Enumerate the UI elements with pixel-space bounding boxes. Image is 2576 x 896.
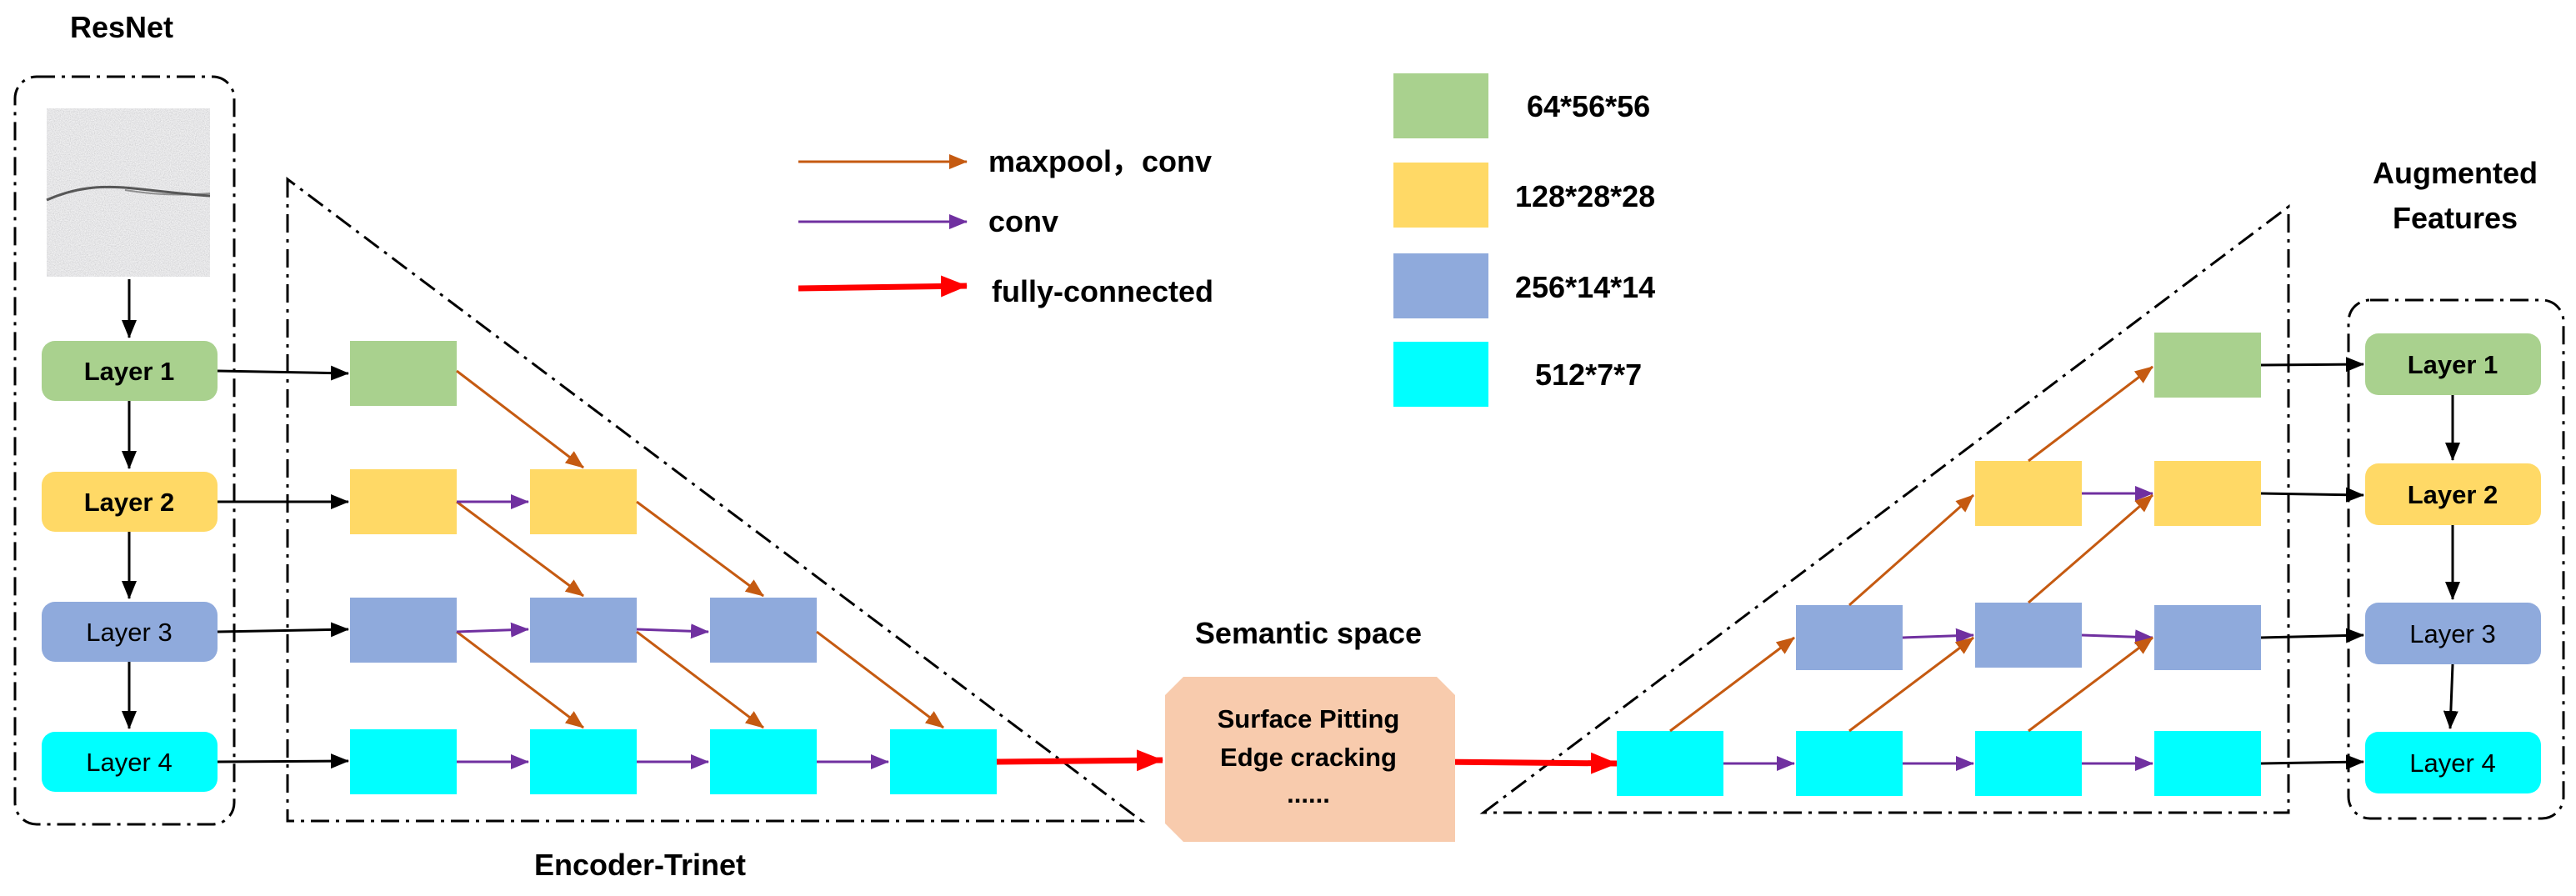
encoder-conv-arrows bbox=[456, 494, 889, 769]
encoder-outline bbox=[286, 176, 1146, 823]
dec-block-cyan-3 bbox=[1975, 731, 2082, 796]
semantic-line-2: Edge cracking bbox=[1220, 743, 1397, 772]
dec-block-cyan-4 bbox=[2154, 731, 2261, 796]
legend-size-2: 128*28*28 bbox=[1515, 179, 1655, 213]
dec-block-cyan-2 bbox=[1796, 731, 1903, 796]
legend-swatch-green bbox=[1393, 73, 1488, 138]
crack-image bbox=[46, 108, 211, 277]
resnet-layer-3-label: Layer 3 bbox=[86, 618, 172, 647]
dec-block-green bbox=[2154, 333, 2261, 398]
resnet-layer-4 bbox=[42, 732, 218, 792]
aug-layer-2-label: Layer 2 bbox=[2408, 480, 2498, 509]
decoder-conv-arrows bbox=[1723, 486, 2153, 771]
encoder-title: Encoder-Trinet bbox=[534, 848, 746, 882]
aug-layer-3 bbox=[2365, 603, 2541, 664]
resnet-layer-1-label: Layer 1 bbox=[84, 357, 175, 386]
enc-block-cyan-3 bbox=[710, 729, 817, 794]
aug-layer-4-label: Layer 4 bbox=[2409, 748, 2495, 778]
enc-block-cyan-1 bbox=[350, 729, 457, 794]
encoder-blocks bbox=[350, 341, 997, 794]
enc-block-cyan-2 bbox=[530, 729, 637, 794]
legend-fc-arrow bbox=[798, 275, 968, 298]
aug-layer-1-label: Layer 1 bbox=[2408, 350, 2498, 379]
resnet-outline bbox=[13, 75, 236, 826]
encoder-input-arrows bbox=[217, 365, 349, 769]
legend-swatch-yellow bbox=[1393, 163, 1488, 228]
legend-conv-label: conv bbox=[988, 204, 1058, 238]
fully-connected-arrows bbox=[996, 749, 1618, 774]
decoder-blocks bbox=[1617, 333, 2261, 796]
dec-block-cyan-1 bbox=[1617, 731, 1723, 796]
semantic-box bbox=[1165, 677, 1455, 842]
decoder-output-arrows bbox=[2260, 357, 2364, 770]
aug-layer-3-label: Layer 3 bbox=[2409, 619, 2495, 648]
semantic-line-3: ...... bbox=[1287, 779, 1330, 808]
enc-block-green bbox=[350, 341, 457, 406]
aug-layer-1 bbox=[2365, 333, 2541, 395]
dec-block-yellow-2 bbox=[2154, 461, 2261, 526]
aug-layer-2 bbox=[2365, 463, 2541, 525]
resnet-layer-3 bbox=[42, 602, 218, 662]
resnet-layer-4-label: Layer 4 bbox=[86, 748, 172, 777]
legend-size-4: 512*7*7 bbox=[1535, 358, 1642, 392]
decoder-maxpool-arrows bbox=[1669, 365, 2153, 733]
size-legend: 64*56*56 128*28*28 256*14*14 512*7*7 bbox=[1393, 73, 1655, 407]
resnet-layer-2 bbox=[42, 472, 218, 532]
aug-vertical-arrows bbox=[2443, 395, 2460, 729]
arrow-legend: maxpool，conv conv fully-connected bbox=[798, 144, 1213, 308]
legend-swatch-blue bbox=[1393, 253, 1488, 318]
augmented-title-line2: Features bbox=[2393, 201, 2518, 235]
dec-block-blue-3 bbox=[2154, 605, 2261, 670]
enc-block-blue-3 bbox=[710, 598, 817, 663]
augmented-title-line1: Augmented bbox=[2373, 156, 2538, 190]
resnet-layer-2-label: Layer 2 bbox=[84, 488, 175, 517]
enc-block-blue-2 bbox=[530, 598, 637, 663]
dec-block-blue-2 bbox=[1975, 603, 2082, 668]
encoder-maxpool-arrows bbox=[456, 369, 944, 729]
augmented-outline bbox=[2347, 298, 2565, 820]
legend-size-1: 64*56*56 bbox=[1527, 89, 1650, 123]
resnet-layer-1 bbox=[42, 341, 218, 401]
dec-block-yellow-1 bbox=[1975, 461, 2082, 526]
enc-block-yellow-1 bbox=[350, 469, 457, 534]
semantic-line-1: Surface Pitting bbox=[1218, 704, 1400, 733]
legend-swatch-cyan bbox=[1393, 342, 1488, 407]
decoder-outline bbox=[1479, 203, 2290, 814]
resnet-title: ResNet bbox=[70, 10, 173, 44]
legend-fc-label: fully-connected bbox=[992, 274, 1213, 308]
dec-block-blue-1 bbox=[1796, 605, 1903, 670]
enc-block-yellow-2 bbox=[530, 469, 637, 534]
legend-maxpool-label: maxpool，conv bbox=[988, 144, 1212, 178]
semantic-title: Semantic space bbox=[1195, 616, 1422, 650]
enc-block-cyan-4 bbox=[890, 729, 997, 794]
enc-block-blue-1 bbox=[350, 598, 457, 663]
aug-layer-4 bbox=[2365, 732, 2541, 793]
legend-size-3: 256*14*14 bbox=[1515, 270, 1655, 304]
